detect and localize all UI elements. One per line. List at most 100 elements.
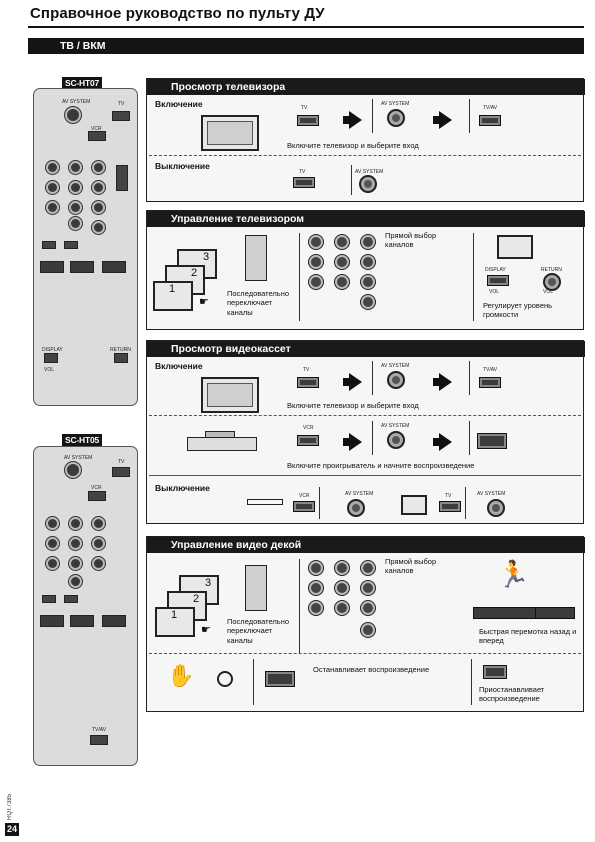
stop-button[interactable] (40, 261, 64, 273)
vcr-button[interactable] (88, 491, 106, 501)
av-system-button[interactable] (65, 462, 81, 478)
tv-button[interactable] (112, 111, 130, 121)
numpad-key[interactable] (309, 581, 323, 595)
numpad-key[interactable] (335, 255, 349, 269)
pause-key[interactable] (483, 665, 507, 679)
numpad-key[interactable] (335, 601, 349, 615)
vcr-on-instruction-1: Включите телевизор и выберите вход (287, 401, 419, 410)
channel-rocker-key[interactable] (245, 565, 267, 611)
numpad-key[interactable] (361, 255, 375, 269)
numpad-key[interactable] (309, 235, 323, 249)
digit-button[interactable] (69, 557, 82, 570)
model-tag-ht07: SC-HT07 (62, 77, 103, 89)
numpad-key[interactable] (335, 275, 349, 289)
fast-forward-button[interactable] (64, 241, 78, 249)
numpad-key[interactable] (361, 235, 375, 249)
digit-button[interactable] (46, 537, 59, 550)
divider (473, 233, 474, 321)
vcr-button[interactable] (88, 131, 106, 141)
vcr-deck-image (187, 437, 257, 451)
stop-key[interactable] (265, 671, 295, 687)
numpad-key[interactable] (335, 561, 349, 575)
play-button[interactable] (70, 261, 94, 273)
vcr-key[interactable] (297, 435, 319, 446)
digit-button[interactable] (46, 557, 59, 570)
divider (469, 99, 470, 133)
numpad-key[interactable] (361, 581, 375, 595)
digit-button[interactable] (92, 517, 105, 530)
vcr-off-tv-key[interactable] (439, 501, 461, 512)
display-button[interactable] (44, 353, 58, 363)
numpad-key[interactable] (309, 561, 323, 575)
rewind-button[interactable] (42, 241, 56, 249)
digit-button[interactable] (46, 517, 59, 530)
digit-button[interactable] (46, 201, 59, 214)
title-rule (28, 26, 584, 28)
dashed-divider (149, 653, 581, 654)
skip-keys[interactable] (535, 607, 575, 619)
digit-button[interactable] (69, 517, 82, 530)
vol-down-key[interactable] (487, 275, 509, 286)
numpad-key[interactable] (361, 623, 375, 637)
tv-button[interactable] (112, 467, 130, 477)
channel-screen-1 (153, 281, 193, 311)
return-button[interactable] (114, 353, 128, 363)
tv-off-av-system-key[interactable] (359, 175, 377, 193)
vcr-av-system-key-2[interactable] (387, 431, 405, 449)
numpad-key[interactable] (335, 235, 349, 249)
digit-button[interactable] (92, 161, 105, 174)
remote-vcr-label: VCR (91, 126, 102, 132)
digit-button[interactable] (92, 537, 105, 550)
tv-key[interactable] (297, 115, 319, 126)
pause-button[interactable] (102, 261, 126, 273)
numpad-key[interactable] (361, 295, 375, 309)
numpad-key[interactable] (361, 601, 375, 615)
vcr-tvav-key[interactable] (479, 377, 501, 388)
rewind-ff-keys[interactable] (473, 607, 543, 619)
digit-button[interactable] (92, 557, 105, 570)
digit-button[interactable] (46, 161, 59, 174)
tvav-button[interactable] (90, 735, 108, 745)
digit-button[interactable] (92, 181, 105, 194)
digit-button[interactable] (69, 201, 82, 214)
tv-off-av-system-label: AV SYSTEM (355, 169, 384, 175)
numpad-key[interactable] (309, 601, 323, 615)
av-system-button[interactable] (65, 107, 81, 123)
play-button[interactable] (70, 615, 94, 627)
arrow-icon (433, 373, 452, 391)
digit-button[interactable] (46, 181, 59, 194)
numpad-key[interactable] (361, 275, 375, 289)
channel-rocker[interactable] (116, 165, 128, 191)
digit-button[interactable] (69, 575, 82, 588)
tv-off-key[interactable] (293, 177, 315, 188)
digit-button[interactable] (69, 161, 82, 174)
vcr-tv-key-label: TV (303, 367, 310, 373)
digit-button[interactable] (69, 537, 82, 550)
digit-button[interactable] (92, 201, 105, 214)
vcr-av-system-key[interactable] (387, 371, 405, 389)
vcr-off-av-key[interactable] (347, 499, 365, 517)
vcr-off-av-key-2[interactable] (487, 499, 505, 517)
rewind-button[interactable] (42, 595, 56, 603)
play-key[interactable] (477, 433, 507, 449)
vcr-on-label: Включение (155, 361, 203, 371)
stop-button[interactable] (40, 615, 64, 627)
tvav-key[interactable] (479, 115, 501, 126)
digit-button[interactable] (69, 181, 82, 194)
vcr-tv-key[interactable] (297, 377, 319, 388)
divider (372, 421, 373, 455)
tv-view-panel: Просмотр телевизора Включение TV AV SYST… (146, 78, 585, 202)
numpad-key[interactable] (361, 561, 375, 575)
fast-forward-button[interactable] (64, 595, 78, 603)
numpad-key[interactable] (309, 275, 323, 289)
numpad-key[interactable] (309, 255, 323, 269)
av-system-key[interactable] (387, 109, 405, 127)
numpad-key[interactable] (335, 581, 349, 595)
channel-rocker-key[interactable] (245, 235, 267, 281)
pause-button[interactable] (102, 615, 126, 627)
digit-button[interactable] (92, 221, 105, 234)
vol-up-key[interactable] (543, 273, 561, 291)
digit-button[interactable] (69, 217, 82, 230)
vcr-off-key[interactable] (293, 501, 315, 512)
vol-minus-label: VOL (489, 289, 500, 295)
